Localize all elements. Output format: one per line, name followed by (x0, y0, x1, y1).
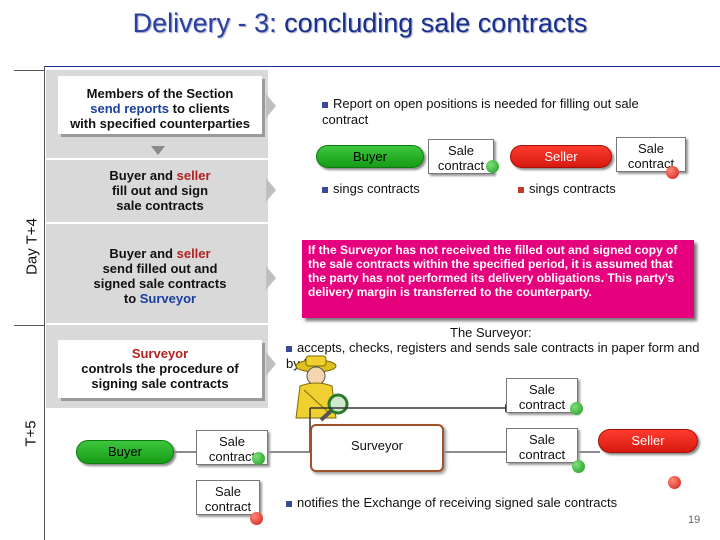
chevron-right-icon (266, 266, 276, 290)
step3-line2: send filled out and (102, 261, 218, 276)
step1-send-reports: send reports (90, 101, 170, 116)
step3-surveyor: Surveyor (139, 291, 197, 306)
step3-to: to (123, 291, 140, 306)
chevron-right-icon (266, 178, 276, 202)
buyer-signs-note: sings contracts (322, 181, 420, 197)
step1-to-clients: to clients (169, 101, 230, 116)
step3-line3: signed sale contracts (93, 276, 227, 291)
title-lead: Delivery - 3: (132, 8, 277, 38)
step2-and: and (146, 168, 177, 183)
title-rest: concluding sale contracts (276, 8, 588, 38)
step1-line1: Members of the Section (86, 86, 234, 101)
day-t4-label: Day T+4 (23, 218, 41, 275)
bullet-icon (286, 345, 292, 352)
title-rule (44, 66, 720, 67)
green-dot-icon (570, 402, 583, 415)
step4-line3: signing sale contracts (91, 376, 229, 391)
chevron-right-icon (266, 94, 276, 118)
magnifier-icon (319, 393, 349, 422)
surveyor-sale-contract: Sale contract (506, 378, 578, 413)
red-dot-icon (666, 166, 679, 179)
step4-line2: controls the procedure of (81, 361, 239, 376)
step-surveyor-controls: Surveyor controls the procedure of signi… (58, 340, 262, 398)
red-dot-icon (668, 476, 681, 489)
page-number: 19 (688, 514, 701, 526)
step2-line3: sale contracts (116, 198, 204, 213)
bottom-contract-below: Sale contract (196, 480, 260, 515)
panel-divider-3 (46, 323, 268, 325)
step2-line2: fill out and sign (111, 183, 209, 198)
step3-buyer: Buyer (109, 246, 147, 261)
step3-seller: seller (176, 246, 211, 261)
bottom-seller-contract: Sale contract (506, 428, 578, 463)
buyer-sale-contract: Sale contract (428, 139, 494, 174)
buyer-pill: Buyer (316, 145, 424, 168)
time-axis-line (44, 66, 45, 540)
step2-buyer: Buyer (109, 168, 147, 183)
green-dot-icon (572, 460, 585, 473)
step-fill-sign: Buyer and seller fill out and sign sale … (58, 164, 262, 218)
green-dot-icon (252, 452, 265, 465)
notifies-note: notifies the Exchange of receiving signe… (286, 495, 617, 511)
page-title: Delivery - 3: concluding sale contracts (0, 8, 720, 39)
notifies-text: notifies the Exchange of receiving signe… (297, 495, 618, 510)
step4-surveyor: Surveyor (131, 346, 189, 361)
chevron-right-icon (266, 352, 276, 376)
red-dot-icon (250, 512, 263, 525)
bullet-icon (322, 186, 328, 193)
arrow-down-icon (151, 146, 165, 155)
step1-line3: with specified counterparties (70, 116, 250, 131)
t5-label: T+5 (22, 420, 40, 447)
green-dot-icon (486, 160, 499, 173)
panel-divider-2 (46, 222, 268, 224)
report-text: Report on open positions is needed for f… (322, 96, 639, 127)
axis-tick-top (14, 70, 44, 71)
bullet-icon (322, 101, 328, 108)
step2-seller: seller (176, 168, 211, 183)
surveyor-box: Surveyor (310, 424, 444, 472)
step-send-reports: Members of the Section send reports to c… (58, 76, 262, 134)
bullet-icon (286, 500, 292, 507)
report-note: Report on open positions is needed for f… (322, 96, 682, 128)
detective-icon (295, 355, 337, 419)
seller-signs-text: sings contracts (529, 181, 616, 196)
bottom-buyer-pill: Buyer (76, 440, 174, 464)
step3-and: and (146, 246, 177, 261)
seller-signs-note: sings contracts (518, 181, 616, 197)
warning-box: If the Surveyor has not received the fil… (302, 240, 694, 318)
buyer-signs-text: sings contracts (333, 181, 420, 196)
panel-divider-1 (46, 158, 268, 160)
seller-pill: Seller (510, 145, 612, 168)
axis-tick-mid (14, 325, 44, 326)
bottom-seller-pill: Seller (598, 429, 698, 453)
surveyor-title: The Surveyor: (450, 325, 532, 340)
step-send-to-surveyor: Buyer and seller send filled out and sig… (58, 246, 262, 316)
bullet-icon (518, 186, 524, 193)
